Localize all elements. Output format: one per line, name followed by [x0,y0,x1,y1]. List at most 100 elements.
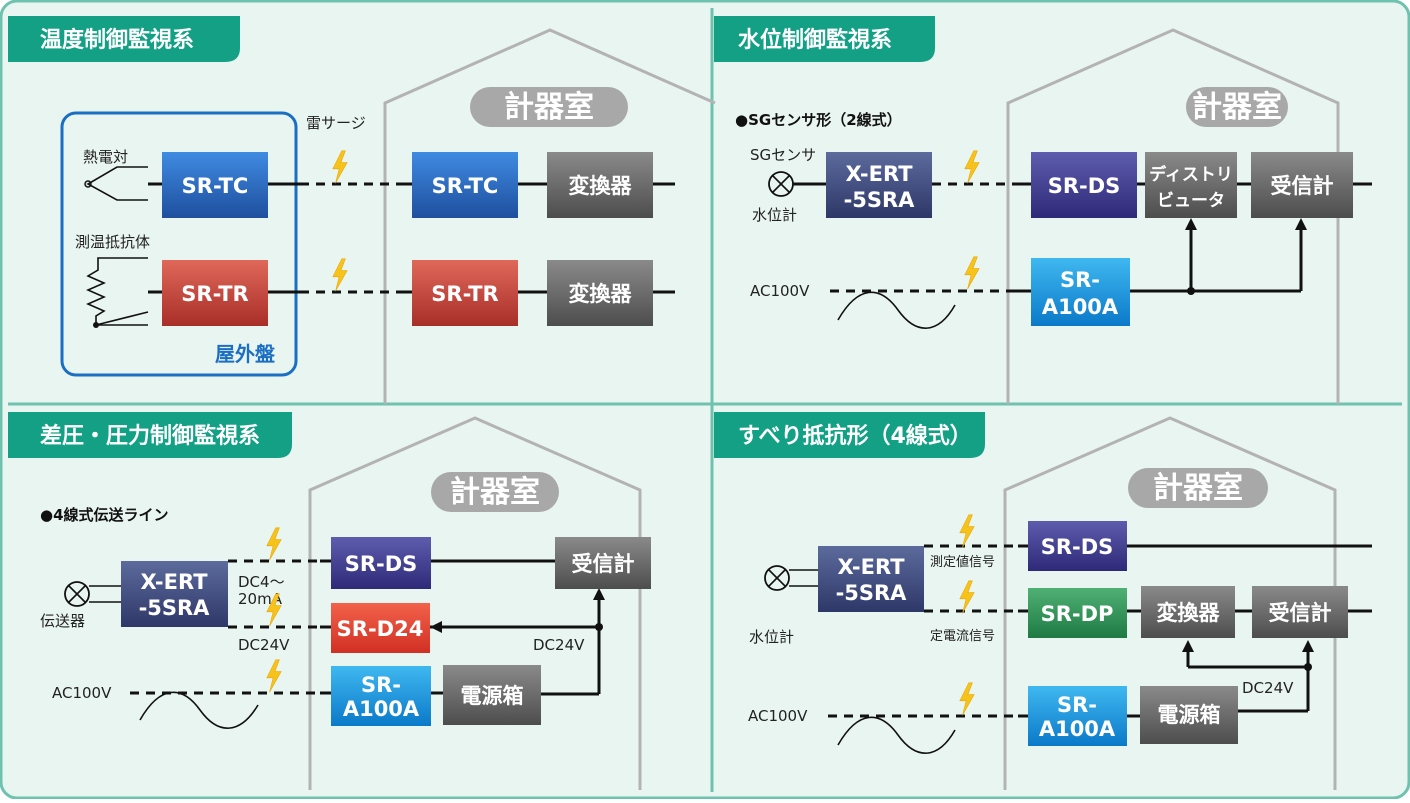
box-receiver-water-label: 受信計 [1271,174,1334,198]
pressure-room-house [308,416,642,790]
pressure-room-label: 計器室 [450,475,540,510]
rtd-label: 測温抵抗体 [75,233,150,251]
slide-gauge-icon [764,565,790,591]
box-sr-a100a-pressure [331,666,431,726]
box-sr-a100a-pressure-label-1: SR- [361,673,401,697]
current-signal-label: 定電流信号 [930,629,995,644]
water-room-pill [1186,87,1288,127]
panel-pressure: 差圧・圧力制御監視系 計器室 ●4線式伝送ライン 伝送器 DC4～ 20mA D… [8,412,651,790]
box-distributor-label-1: ディストリ [1149,164,1233,185]
dc24-right-label: DC24V [533,636,585,654]
box-sr-tc-room [412,152,518,218]
water-bullet: ●SGセンサ形（2線式） [735,111,902,129]
box-sr-a100a-water-label-1: SR- [1060,268,1100,292]
ac-wave-icon [139,691,259,729]
box-sr-a100a-water [1031,258,1130,326]
box-sr-a100a-slide-label-2: A100A [1039,717,1116,741]
slide-ac-label: AC100V [748,707,808,725]
temp-room-house [383,28,716,404]
box-converter-slide [1141,586,1235,638]
temp-room-label: 計器室 [504,90,594,125]
panel-slide-tab [714,412,985,458]
thermocouple-symbol [86,166,148,201]
box-sr-tr-field [162,260,268,326]
box-sr-a100a-water-label-2: A100A [1042,295,1119,319]
panel-water-tab [714,16,935,62]
box-distributor [1145,152,1237,218]
box-x-ert-water-label-1: X-ERT [845,162,913,186]
box-converter-slide-label: 変換器 [1157,601,1221,625]
outdoor-panel-label: 屋外盤 [215,342,276,366]
box-sr-ds-pressure [331,537,431,589]
box-x-ert-slide [818,546,924,612]
slide-room-label: 計器室 [1153,471,1243,506]
measure-signal-label: 測定値信号 [930,554,995,570]
panel-pressure-tab [8,412,292,458]
box-sr-ds-pressure-label: SR-DS [345,552,418,576]
box-psu-slide-label: 電源箱 [1158,703,1221,727]
slide-gauge-label: 水位計 [749,628,794,646]
ac-wave-icon [837,716,956,754]
box-sr-ds-water-label: SR-DS [1048,174,1121,198]
box-sr-tr-field-label: SR-TR [181,282,248,306]
box-sr-d24-label: SR-D24 [337,617,424,641]
box-converter-2 [547,260,653,326]
box-sr-tc-field [162,152,268,218]
box-x-ert-pressure [121,561,228,627]
panel-temperature: 温度制御監視系 計器室 屋外盤 熱電対 測温抵抗体 雷サージ [8,16,716,404]
box-sr-ds-slide-label: SR-DS [1041,535,1114,559]
pressure-ac-label: AC100V [52,684,112,702]
thermocouple-label: 熱電対 [83,148,128,166]
water-ac-label: AC100V [750,282,810,300]
dc4-20-label-1: DC4～ [238,573,285,591]
box-x-ert-slide-label-1: X-ERT [837,555,905,579]
slide-dc24-label: DC24V [1242,679,1294,697]
panel-slide-resistance: すべり抵抗形（4線式） 計器室 水位計 測定値信号 定電流信号 DC24V AC… [714,412,1372,790]
panel-temp-tab [8,16,240,62]
box-x-ert-water [826,152,932,218]
water-room-label: 計器室 [1192,90,1282,125]
pressure-bullet: ●4線式伝送ライン [40,506,169,524]
water-gauge-label: 水位計 [752,206,797,224]
temp-room-pill [470,87,628,127]
slide-room-pill [1128,468,1268,508]
box-psu-slide [1140,686,1238,744]
box-sr-dp-label: SR-DP [1041,602,1114,626]
panel-temp-title: 温度制御監視系 [40,27,194,53]
rtd-symbol [86,257,148,326]
pressure-room-pill [431,472,559,512]
box-psu-pressure-label: 電源箱 [461,684,524,708]
box-sr-tr-room [412,260,518,326]
box-sr-dp [1028,588,1127,638]
box-sr-tc-field-label: SR-TC [182,174,249,198]
box-receiver-slide [1252,586,1348,638]
box-receiver-water [1251,152,1353,218]
box-converter-2-label: 変換器 [569,282,633,306]
panel-slide-title: すべり抵抗形（4線式） [738,423,972,449]
box-x-ert-pressure-label-1: X-ERT [140,570,208,594]
sg-sensor-label: SGセンサ [750,146,816,164]
panel-water-title: 水位制御監視系 [738,27,892,53]
box-receiver-slide-label: 受信計 [1269,601,1332,625]
dc24-left-label: DC24V [238,636,290,654]
box-x-ert-slide-label-2: -5SRA [836,581,908,605]
arrow-icon [430,621,442,633]
panel-pressure-title: 差圧・圧力制御監視系 [40,423,260,449]
box-sr-a100a-slide [1028,686,1127,746]
panel-water-level: 水位制御監視系 計器室 ●SGセンサ形（2線式） SGセンサ 水位計 AC100… [714,16,1372,404]
box-sr-tc-room-label: SR-TC [432,174,499,198]
box-psu-pressure [443,665,541,725]
box-sr-ds-slide [1028,521,1127,571]
box-receiver-pressure [555,537,651,589]
box-receiver-pressure-label: 受信計 [572,552,635,576]
transmitter-label: 伝送器 [40,612,85,630]
transmitter-icon [64,581,90,607]
box-distributor-label-2: ビュータ [1157,191,1225,211]
ac-wave-icon [837,291,956,329]
box-sr-a100a-slide-label-1: SR- [1057,693,1097,717]
box-x-ert-water-label-2: -5SRA [844,188,916,212]
box-sr-ds-water [1031,152,1137,218]
box-converter-1 [547,152,653,218]
